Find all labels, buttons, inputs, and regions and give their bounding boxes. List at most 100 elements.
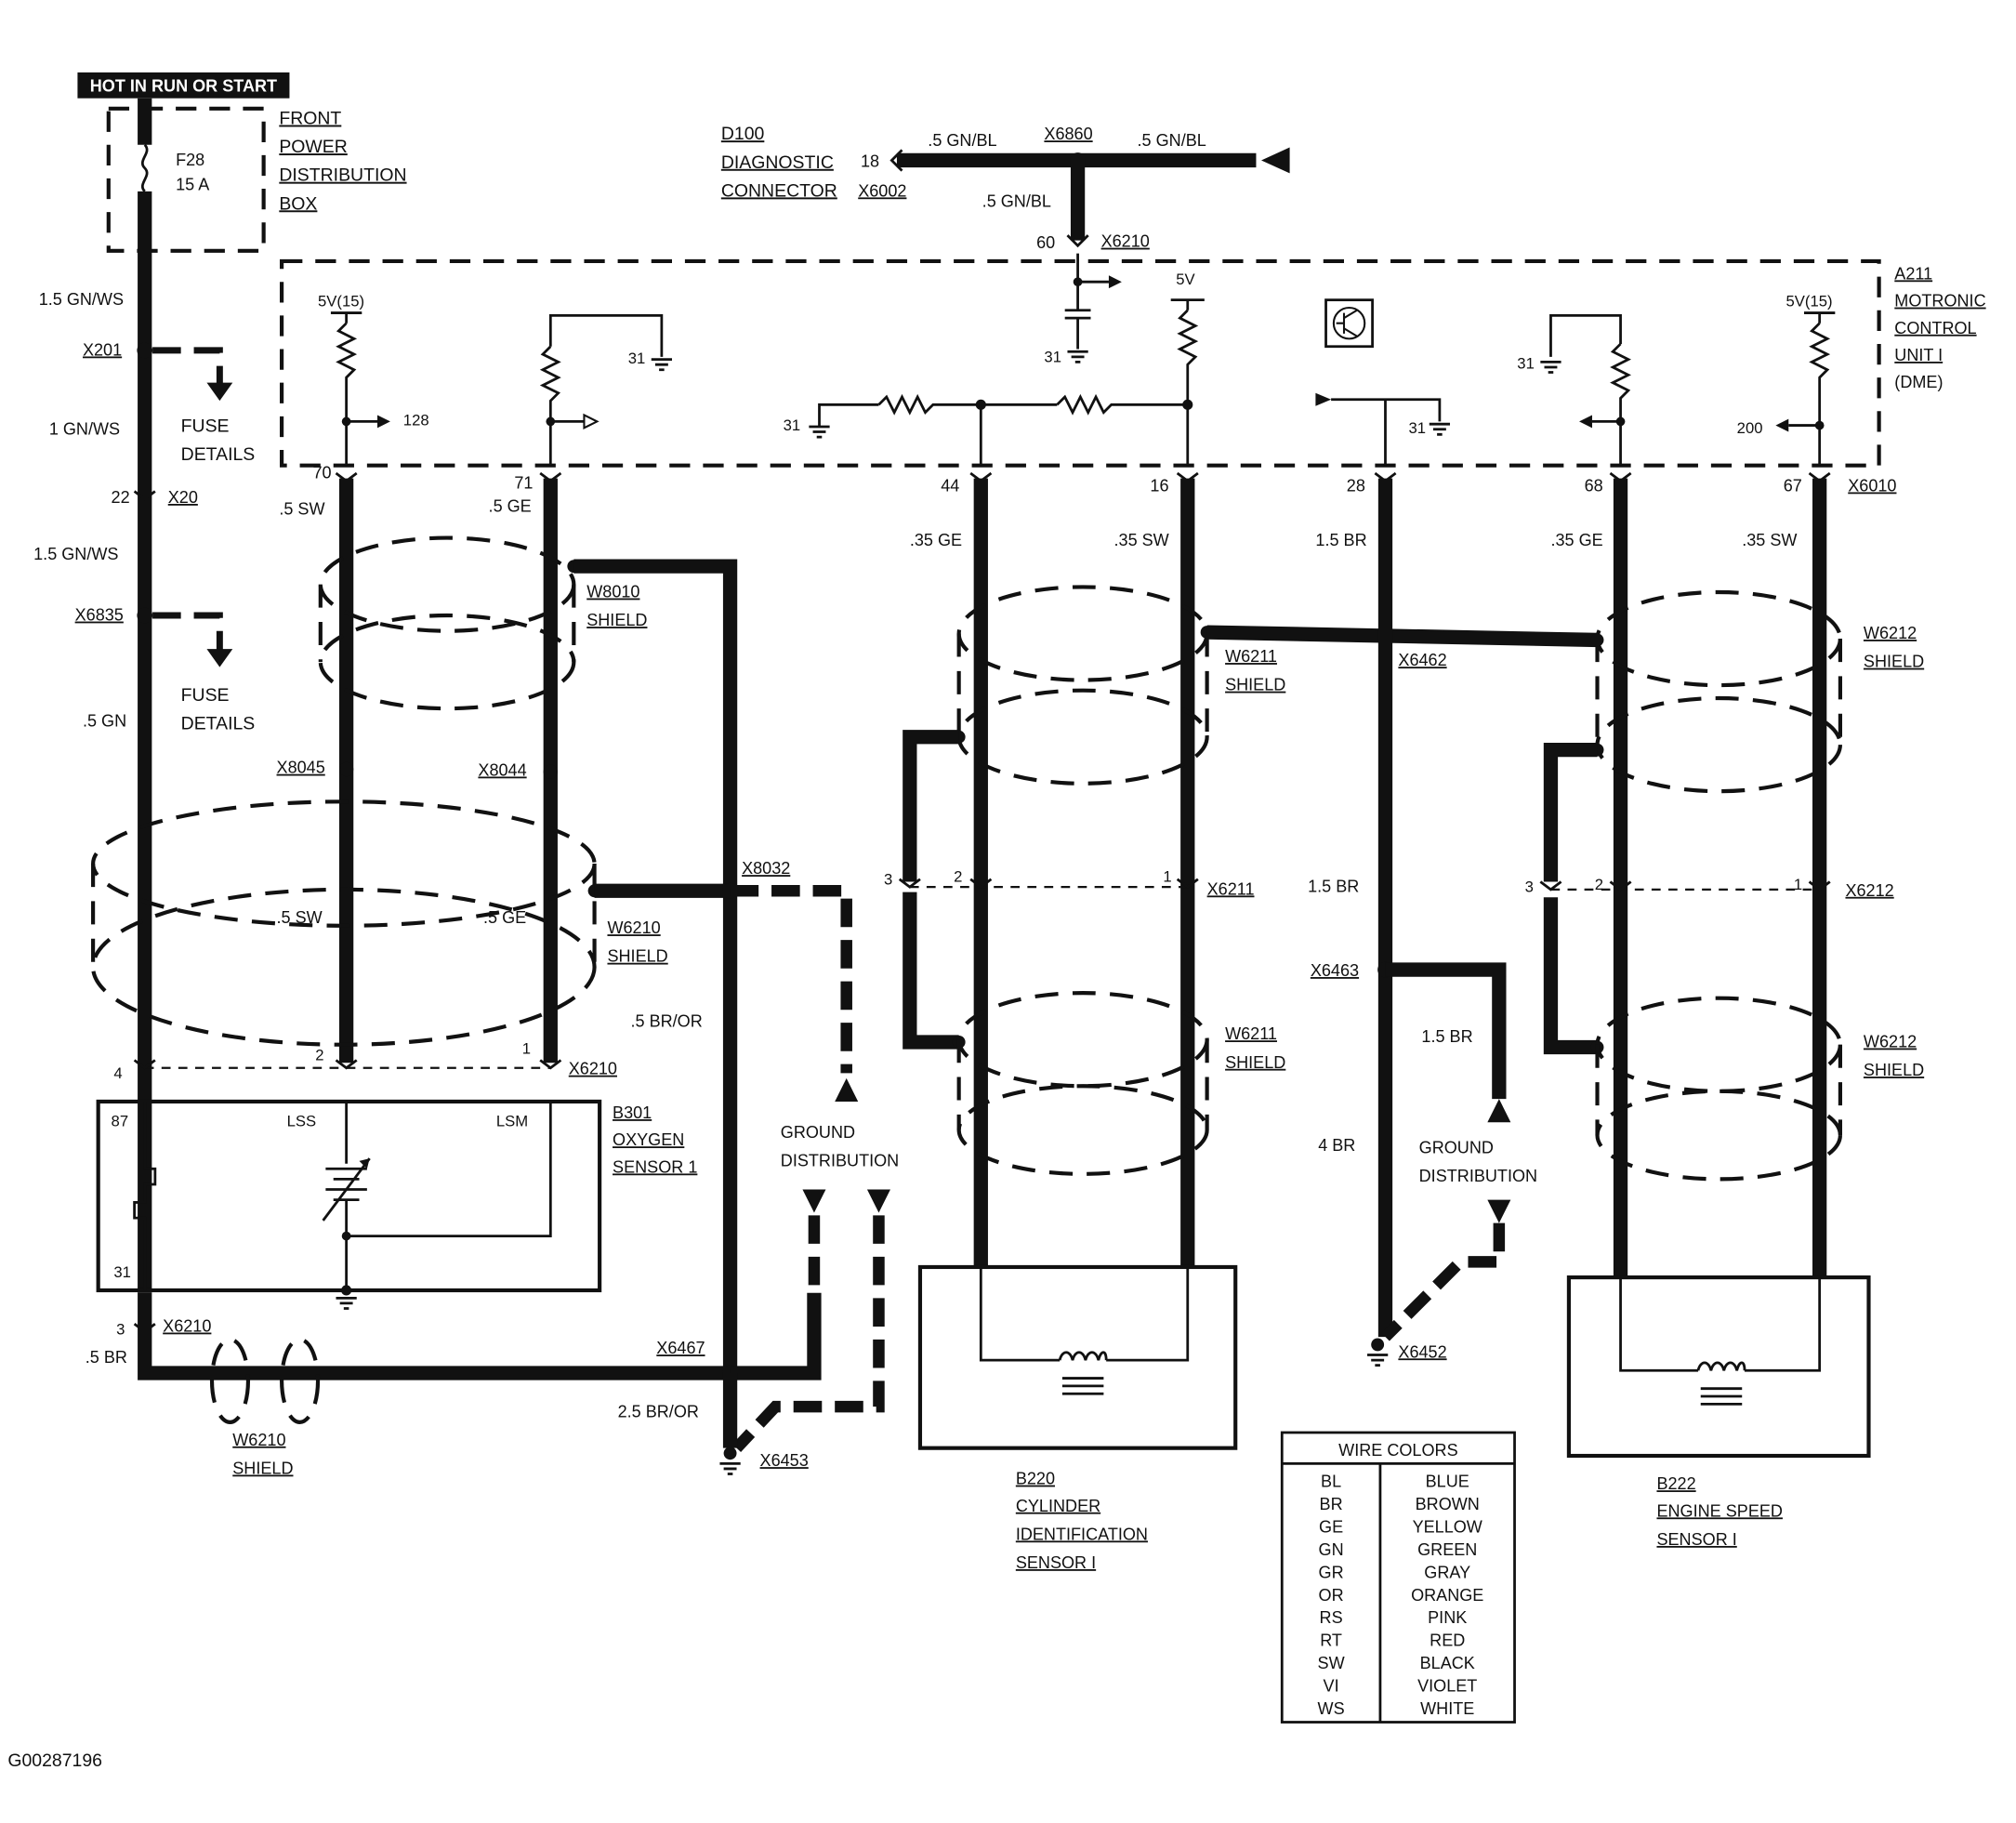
label-x6453: X6453 <box>760 1451 809 1470</box>
label-x8045: X8045 <box>277 759 325 777</box>
diag-connector-label-3: CONNECTOR <box>721 180 837 201</box>
w6211-pin3-lower <box>903 892 959 1050</box>
w6211-shield-a-sides <box>956 633 1209 737</box>
fuse-details-label-2b: DETAILS <box>181 713 256 733</box>
oxygen-heater-line <box>133 1101 157 1290</box>
internal-pin70-rail <box>330 311 362 324</box>
w6210-shield-bottom <box>91 887 597 1047</box>
label-x6462: X6462 <box>1398 651 1446 669</box>
oxygen-cell-symbol <box>322 1157 371 1290</box>
pin-31-o2: 31 <box>113 1263 131 1281</box>
x6010-chevrons <box>335 471 1831 483</box>
label-w6211-a: W6211 <box>1225 647 1277 666</box>
splice-x8044 <box>543 764 558 779</box>
internal-bridge-node-16 <box>1182 399 1193 410</box>
ground-icon-b <box>1067 350 1088 363</box>
oxygen-lsm-line <box>346 1101 552 1237</box>
pin-70: 70 <box>312 464 331 482</box>
wire-label-gn-bl-05-b: .5 GN/BL <box>1138 131 1206 150</box>
label-x201: X201 <box>83 340 122 359</box>
internal-bridge-resistor-1 <box>877 393 1058 416</box>
w6212-shield-b-bottom <box>1595 1089 1842 1182</box>
label-x6467: X6467 <box>656 1339 705 1357</box>
pin-44: 44 <box>941 476 959 495</box>
x6463-to-ground-dist <box>1385 962 1507 1100</box>
legend-color: GRAY <box>1424 1563 1470 1581</box>
label-x8044: X8044 <box>478 760 526 779</box>
label-x6211: X6211 <box>1207 879 1255 898</box>
w6212-shield-a-bottom <box>1595 695 1842 794</box>
control-unit-label-2: MOTRONIC <box>1894 292 1985 310</box>
label-w6210-lower: W6210 <box>232 1431 285 1449</box>
label-w6210-a: W6210 <box>607 918 660 937</box>
label-w6210-lower-shield: SHIELD <box>232 1459 293 1477</box>
fuse-details-label-1a: FUSE <box>181 416 230 437</box>
label-x6452: X6452 <box>1398 1342 1446 1361</box>
oxygen-sensor-label-3: SENSOR 1 <box>613 1157 697 1176</box>
voltage-5v15-right: 5V(15) <box>1786 293 1833 310</box>
w6211-shield-b-top <box>956 991 1209 1089</box>
pin-31-a: 31 <box>628 350 646 367</box>
pin-2-cyl: 2 <box>954 868 962 886</box>
wire-label-br-15-b: 1.5 BR <box>1308 878 1359 896</box>
ground-dist-label-left-2: DISTRIBUTION <box>781 1151 899 1169</box>
wire-label-ge-05-a: .5 GE <box>489 497 532 516</box>
wire-label-sw-05-a: .5 SW <box>279 500 324 519</box>
pin-3-cyl: 3 <box>884 870 892 888</box>
pin-31-c: 31 <box>784 416 801 434</box>
label-w6211-a-shield: SHIELD <box>1225 676 1285 694</box>
label-w6212-a-shield: SHIELD <box>1864 653 1924 671</box>
speed-sensor-coil <box>1619 1277 1822 1372</box>
internal-bridge-resistor-2 <box>1056 393 1188 416</box>
fuse-detail-lead-2 <box>152 612 223 654</box>
legend-code: SW <box>1318 1654 1345 1672</box>
pin-18: 18 <box>861 152 879 170</box>
pin-3-o2: 3 <box>116 1320 125 1338</box>
ground-icon-x6452 <box>1367 1354 1389 1367</box>
w6211-shield-a-bottom <box>956 688 1209 786</box>
pin-31-d: 31 <box>1409 419 1427 437</box>
legend-code: GN <box>1319 1540 1344 1559</box>
splice-x201 <box>137 342 153 359</box>
splice-x6835 <box>137 607 153 624</box>
internal-5v-rail <box>1170 298 1205 310</box>
label-x6210-oxygen: X6210 <box>569 1060 617 1078</box>
transistor-icon-lines <box>1336 309 1358 337</box>
legend-color: GREEN <box>1417 1540 1477 1559</box>
x6210-oxygen-chevrons <box>133 1059 562 1070</box>
w6212-shield-a-top <box>1595 589 1842 688</box>
internal-pin28-arrow <box>1315 392 1332 406</box>
w6212-shield-b-top <box>1595 996 1842 1093</box>
pin-87: 87 <box>112 1112 129 1129</box>
control-unit-box <box>280 258 1881 468</box>
wire-label-ge-035-b: .35 GE <box>1550 531 1602 549</box>
fuse-details-label-1b: DETAILS <box>181 444 256 465</box>
wire-label-gn-bl-05-a: .5 GN/BL <box>928 131 996 150</box>
internal-pin28-line <box>1331 398 1442 466</box>
w6210-lower-shield-left <box>209 1337 251 1424</box>
x6467-to-ground-dist <box>730 1292 822 1380</box>
internal-pin60-arrow <box>1108 275 1122 289</box>
ground-icon-d <box>1429 422 1451 436</box>
w6211-shield-b-bottom <box>956 1084 1209 1176</box>
pin-1-cyl: 1 <box>1163 868 1171 886</box>
label-x6002: X6002 <box>858 181 906 200</box>
legend-color: PINK <box>1428 1608 1467 1627</box>
control-unit-label-5: (DME) <box>1894 373 1943 391</box>
label-w8010: W8010 <box>586 583 639 601</box>
voltage-5v15-left: 5V(15) <box>318 293 364 310</box>
internal-pin67-resistor <box>1809 322 1831 466</box>
oxygen-ground-wire <box>138 1292 731 1380</box>
fuse-detail-lead-1 <box>152 347 223 389</box>
legend-code: RT <box>1320 1631 1342 1650</box>
speed-sensor-label-2: ENGINE SPEED <box>1656 1501 1782 1520</box>
header-banner-text: HOT IN RUN OR START <box>90 77 277 96</box>
wire-label-br-15-c: 1.5 BR <box>1421 1027 1472 1046</box>
connector-x6210-top-symbol <box>1066 234 1089 248</box>
x8032-ground-lead <box>730 884 852 1074</box>
ground-dist-label-left-1: GROUND <box>781 1123 855 1142</box>
legend-color: WHITE <box>1420 1699 1474 1718</box>
control-unit-label-1: A211 <box>1894 264 1932 283</box>
ground-icon-o2 <box>336 1296 357 1310</box>
pin-lss: LSS <box>287 1112 317 1129</box>
